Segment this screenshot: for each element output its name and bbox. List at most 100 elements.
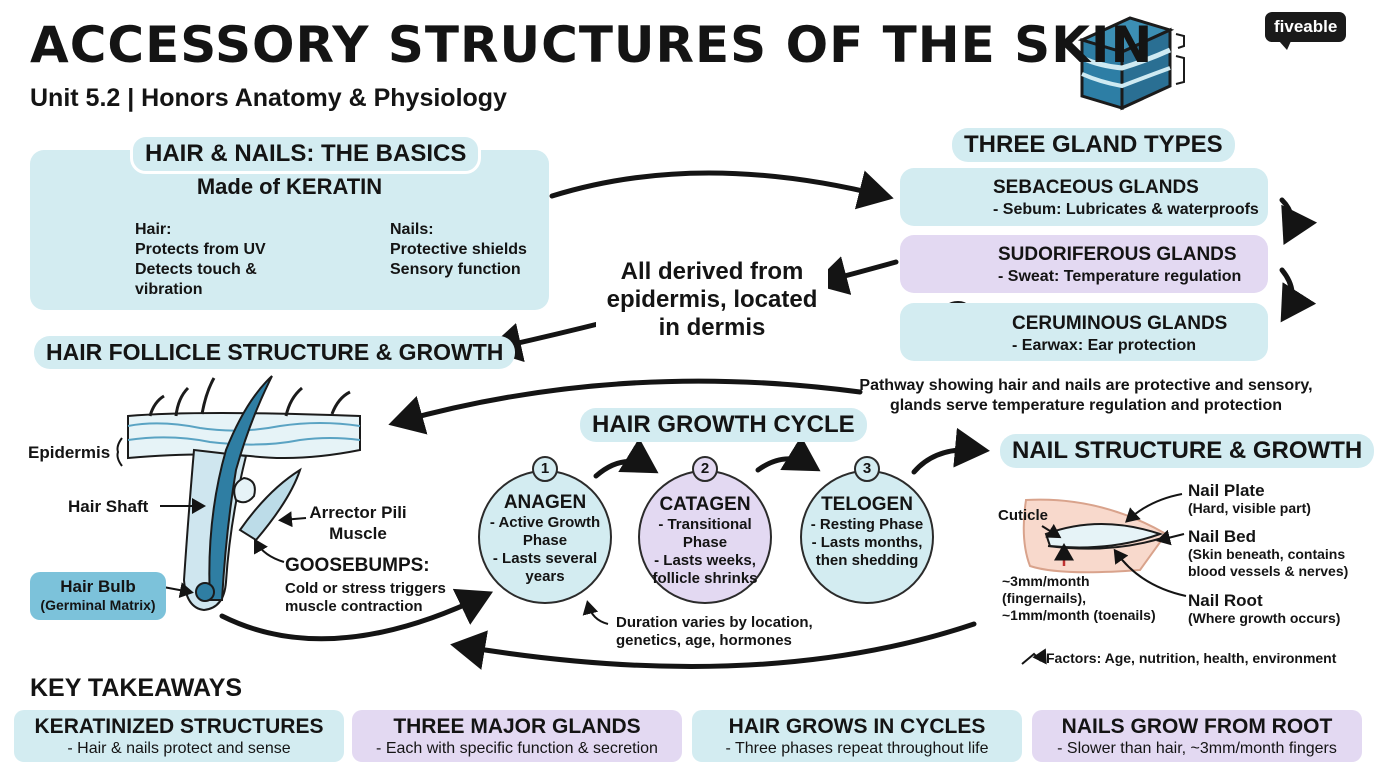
arrector-line: Arrector Pili [309, 503, 407, 522]
goosebumps-title: GOOSEBUMPS: [285, 555, 430, 576]
takeaway-title: NAILS GROW FROM ROOT [1061, 715, 1333, 738]
keratin-label: Made of KERATIN [196, 174, 383, 199]
takeaway-desc: - Each with specific function & secretio… [376, 740, 658, 757]
nail-bed-desc: (Skin beneath, contains blood vessels & … [1188, 546, 1348, 580]
page-title: ACCESSORY STRUCTURES OF THE SKIN [30, 16, 1154, 74]
takeaway-card-nails: NAILS GROW FROM ROOT - Slower than hair,… [1032, 710, 1362, 762]
sudoriferous-gland-card: SUDORIFEROUS GLANDS - Sweat: Temperature… [900, 235, 1268, 293]
nail-bed-line: blood vessels & nerves) [1188, 563, 1349, 579]
hair-title: Hair: [135, 221, 172, 238]
nails-title: Nails: [390, 221, 434, 238]
hair-line: Detects touch & [135, 261, 257, 278]
takeaway-card-glands: THREE MAJOR GLANDS - Each with specific … [352, 710, 682, 762]
hair-shaft-label: Hair Shaft [68, 497, 149, 516]
growth-cycle-heading: HAIR GROWTH CYCLE [580, 408, 867, 442]
goosebumps-line: muscle contraction [285, 598, 423, 615]
gland-name: SUDORIFEROUS GLANDS [998, 244, 1237, 265]
gland-desc: - Sweat: Temperature regulation [998, 268, 1242, 285]
takeaway-card-cycles: HAIR GROWS IN CYCLES - Three phases repe… [692, 710, 1022, 762]
nail-root-title: Nail Root [1188, 591, 1263, 610]
phase-line: - Active Growth [489, 514, 601, 531]
phase-line: - Lasts weeks, [654, 552, 756, 569]
phase-line: - Lasts several [492, 550, 598, 567]
phase-telogen: TELOGEN - Resting Phase - Lasts months, … [800, 470, 934, 604]
takeaway-desc: - Three phases repeat throughout life [725, 740, 989, 757]
phase-line: years [525, 568, 565, 585]
hair-bulb-title: Hair Bulb [60, 577, 136, 596]
nail-bed-line: (Skin beneath, contains [1188, 546, 1346, 562]
page-subtitle: Unit 5.2 | Honors Anatomy & Physiology [30, 84, 507, 112]
phase-catagen: CATAGEN - Transitional Phase - Lasts wee… [638, 470, 772, 604]
nail-plate-desc: (Hard, visible part) [1188, 500, 1311, 516]
phase-line: - Resting Phase [810, 516, 924, 533]
nails-line: Protective shields [390, 241, 527, 258]
phase-line: follicle shrinks [652, 570, 758, 587]
pathway-line: Pathway showing hair and nails are prote… [859, 377, 1313, 394]
derived-line: All derived from [620, 258, 804, 285]
arrector-line: Muscle [329, 524, 387, 543]
hair-line: vibration [135, 281, 203, 298]
hair-info: Hair: Protects from UV Detects touch & v… [135, 220, 266, 300]
flow-arrows [219, 170, 1318, 670]
takeaway-title: KERATINIZED STRUCTURES [34, 715, 324, 738]
derived-line: epidermis, located [606, 286, 818, 313]
growth-rate-note: ~3mm/month (fingernails), ~1mm/month (to… [1002, 573, 1156, 624]
gland-desc: - Earwax: Ear protection [1012, 337, 1197, 354]
gland-name: SEBACEOUS GLANDS [993, 177, 1199, 198]
takeaway-card-keratinized: KERATINIZED STRUCTURES - Hair & nails pr… [14, 710, 344, 762]
nail-structure-heading: NAIL STRUCTURE & GROWTH [1000, 434, 1375, 468]
factors-note: Factors: Age, nutrition, health, environ… [1046, 650, 1337, 666]
germinal-matrix-label: (Germinal Matrix) [40, 597, 156, 613]
takeaways-heading: KEY TAKEAWAYS [30, 674, 243, 702]
derived-line: in dermis [658, 314, 766, 341]
nail-root-desc: (Where growth occurs) [1188, 610, 1341, 626]
hair-nails-heading: HAIR & NAILS: THE BASICS [130, 134, 482, 174]
sebaceous-gland-card: SEBACEOUS GLANDS - Sebum: Lubricates & w… [900, 168, 1268, 226]
duration-line: Duration varies by location, [616, 614, 813, 631]
duration-note: Duration varies by location, genetics, a… [616, 614, 836, 650]
gland-types-heading: THREE GLAND TYPES [952, 128, 1235, 162]
takeaway-desc: - Slower than hair, ~3mm/month fingers [1057, 740, 1337, 757]
phase-anagen: ANAGEN - Active Growth Phase - Lasts sev… [478, 470, 612, 604]
pathway-note: Pathway showing hair and nails are prote… [858, 376, 1314, 416]
rate-line: (fingernails), [1002, 590, 1087, 606]
phase-line: then shedding [815, 552, 919, 569]
epidermis-label: Epidermis [28, 443, 111, 462]
cuticle-label: Cuticle [998, 507, 1049, 524]
phase-line: - Lasts months, [811, 534, 923, 551]
phase-number-2: 2 [692, 456, 718, 482]
phase-line: - Transitional Phase [658, 516, 752, 551]
hair-line: Protects from UV [135, 241, 266, 258]
phase-name: CATAGEN [659, 494, 751, 515]
rate-line: ~1mm/month (toenails) [1002, 607, 1156, 623]
ceruminous-gland-card: CERUMINOUS GLANDS - Earwax: Ear protecti… [900, 303, 1268, 361]
takeaway-title: THREE MAJOR GLANDS [393, 715, 641, 738]
skin-block-icon [1077, 16, 1185, 111]
gland-desc: - Sebum: Lubricates & waterproofs [993, 201, 1259, 218]
phase-number-3: 3 [854, 456, 880, 482]
hair-nails-panel [30, 150, 549, 310]
nails-info: Nails: Protective shields Sensory functi… [390, 220, 527, 280]
goosebumps-desc: Cold or stress triggers muscle contracti… [285, 580, 446, 616]
derived-note: All derived from epidermis, located in d… [596, 258, 828, 342]
takeaway-desc: - Hair & nails protect and sense [67, 740, 291, 757]
nail-plate-title: Nail Plate [1188, 481, 1265, 500]
nail-pointers [1021, 493, 1187, 665]
arrector-pili-label: Arrector Pili Muscle [306, 502, 410, 544]
duration-line: genetics, age, hormones [616, 632, 792, 649]
hair-follicle-illustration [127, 375, 361, 612]
pathway-line: glands serve temperature regulation and … [889, 397, 1283, 414]
goosebumps-line: Cold or stress triggers [285, 580, 446, 597]
gland-name: CERUMINOUS GLANDS [1012, 313, 1228, 334]
fiveable-logo[interactable]: fiveable [1265, 12, 1347, 50]
phase-name: TELOGEN [821, 494, 913, 515]
phase-line: Phase [522, 532, 568, 549]
phase-number-1: 1 [532, 456, 558, 482]
phase-name: ANAGEN [503, 492, 587, 513]
hair-bulb-label: Hair Bulb (Germinal Matrix) [30, 572, 166, 620]
nail-bed-title: Nail Bed [1188, 527, 1257, 546]
takeaway-title: HAIR GROWS IN CYCLES [728, 715, 986, 738]
nails-line: Sensory function [390, 261, 521, 278]
rate-line: ~3mm/month [1002, 573, 1090, 589]
follicle-heading: HAIR FOLLICLE STRUCTURE & GROWTH [34, 336, 516, 369]
